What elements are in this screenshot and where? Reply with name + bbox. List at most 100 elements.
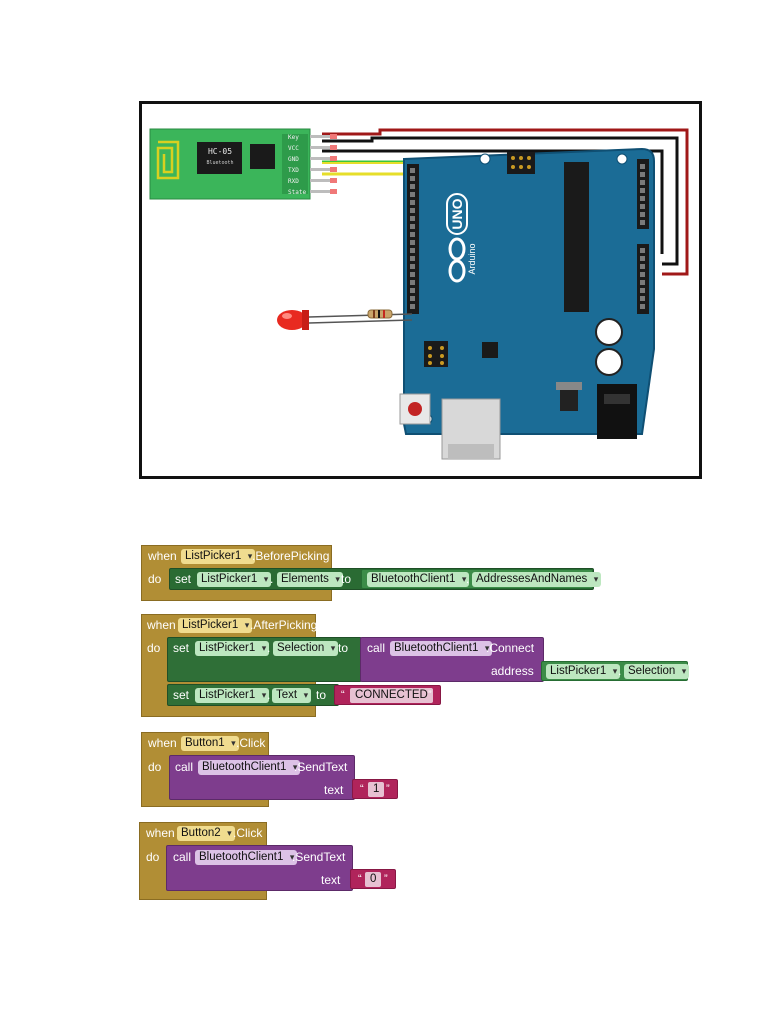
dot: .	[618, 664, 622, 678]
arduino-board: UNO Arduino	[399, 147, 655, 460]
atmega-chip	[564, 162, 589, 312]
property-dropdown[interactable]: Text	[272, 688, 312, 703]
component-dropdown[interactable]: ListPicker1	[178, 618, 253, 633]
close-quote: ”	[384, 873, 388, 885]
power-pin	[640, 280, 645, 285]
to-keyword: to	[341, 572, 352, 586]
when-keyword: when	[147, 618, 176, 632]
to-keyword: to	[316, 688, 327, 702]
call-keyword: call	[175, 760, 194, 774]
source-property-dropdown[interactable]: AddressesAndNames	[472, 572, 602, 587]
digital-pin	[410, 168, 415, 173]
target-dropdown[interactable]: ListPicker1	[195, 688, 270, 703]
gnd-wire-black	[322, 136, 679, 266]
text-label: text	[324, 783, 344, 797]
method-name: .Connect	[486, 641, 535, 655]
power-jack	[597, 384, 637, 439]
component-dropdown[interactable]: Button1	[181, 736, 239, 751]
hc05-module: HC-05 Bluetooth	[149, 128, 311, 200]
set-keyword: set	[175, 572, 192, 586]
power-pin	[640, 296, 645, 301]
open-quote: “	[360, 783, 364, 795]
hc05-header-pin	[310, 168, 332, 171]
digital-pin	[410, 200, 415, 205]
component-dropdown[interactable]: Button2	[177, 826, 235, 841]
arg-property-dropdown[interactable]: Selection	[624, 664, 690, 679]
do-keyword: do	[147, 641, 161, 655]
set-keyword: set	[173, 641, 190, 655]
digital-pin	[410, 264, 415, 269]
dot: .	[267, 688, 271, 702]
when-keyword: when	[146, 826, 175, 840]
analog-pin	[640, 164, 645, 169]
hc05-subtitle: Bluetooth	[206, 160, 233, 166]
arduino-brand: Arduino	[467, 243, 477, 274]
target-dropdown[interactable]: ListPicker1	[195, 641, 270, 656]
close-quote: ”	[386, 783, 390, 795]
digital-pin	[410, 304, 415, 309]
set-keyword: set	[173, 688, 190, 702]
when-keyword: when	[148, 736, 177, 750]
dot: .	[466, 572, 470, 586]
capacitor-1	[595, 318, 623, 346]
text-value[interactable]: 1	[368, 782, 385, 797]
hc05-pin-label: State	[288, 189, 306, 196]
call-keyword: call	[367, 641, 386, 655]
text-label: text	[321, 873, 341, 887]
hc05-pin-label: RXD	[288, 178, 299, 185]
hc05-header-pin	[310, 190, 332, 193]
icsp-header	[424, 341, 448, 367]
power-pin	[640, 304, 645, 309]
analog-pin	[640, 212, 645, 217]
digital-pin	[410, 248, 415, 253]
analog-pin	[640, 188, 645, 193]
method-name: .SendText	[292, 850, 346, 864]
digital-pin	[410, 256, 415, 261]
power-pin	[640, 248, 645, 253]
to-keyword: to	[338, 641, 349, 655]
event-name: .BeforePicking	[252, 549, 330, 563]
power-pin	[640, 288, 645, 293]
digital-pin	[410, 192, 415, 197]
hc05-header-pin	[310, 179, 332, 182]
open-quote: “	[341, 689, 345, 701]
component-dropdown[interactable]: ListPicker1	[181, 549, 256, 564]
digital-pin	[410, 224, 415, 229]
dot: .	[267, 641, 271, 655]
uno-text: UNO	[449, 198, 465, 229]
event-name: .Click	[233, 826, 263, 840]
client-dropdown[interactable]: BluetoothClient1	[195, 850, 298, 865]
antenna-trace	[156, 140, 180, 180]
analog-pin	[640, 204, 645, 209]
digital-pin	[410, 296, 415, 301]
hc05-header-pin	[310, 157, 332, 160]
source-dropdown[interactable]: BluetoothClient1	[367, 572, 470, 587]
do-keyword: do	[148, 760, 162, 774]
property-dropdown[interactable]: Selection	[273, 641, 339, 656]
hc05-pin-tip	[330, 156, 337, 161]
text-value[interactable]: 0	[365, 872, 382, 887]
do-keyword: do	[148, 572, 162, 586]
property-dropdown[interactable]: Elements	[277, 572, 343, 587]
icsp2-header	[507, 152, 535, 174]
hc05-pin-tip	[330, 134, 337, 139]
arg-component-dropdown[interactable]: ListPicker1	[546, 664, 621, 679]
analog-header	[637, 159, 649, 229]
hc05-pin-label: TXD	[288, 167, 299, 174]
text-value[interactable]: CONNECTED	[350, 688, 433, 703]
capacitor-2	[595, 348, 623, 376]
close-quote: ”	[428, 689, 432, 701]
power-pin	[640, 272, 645, 277]
arduino-logo: UNO Arduino	[446, 193, 477, 283]
digital-pin	[410, 232, 415, 237]
client-dropdown[interactable]: BluetoothClient1	[390, 641, 493, 656]
target-dropdown[interactable]: ListPicker1	[197, 572, 272, 587]
led-red	[277, 310, 309, 330]
digital-pin	[410, 176, 415, 181]
gnd-wire-black-2	[322, 149, 664, 254]
digital-pin	[410, 272, 415, 277]
client-dropdown[interactable]: BluetoothClient1	[198, 760, 301, 775]
